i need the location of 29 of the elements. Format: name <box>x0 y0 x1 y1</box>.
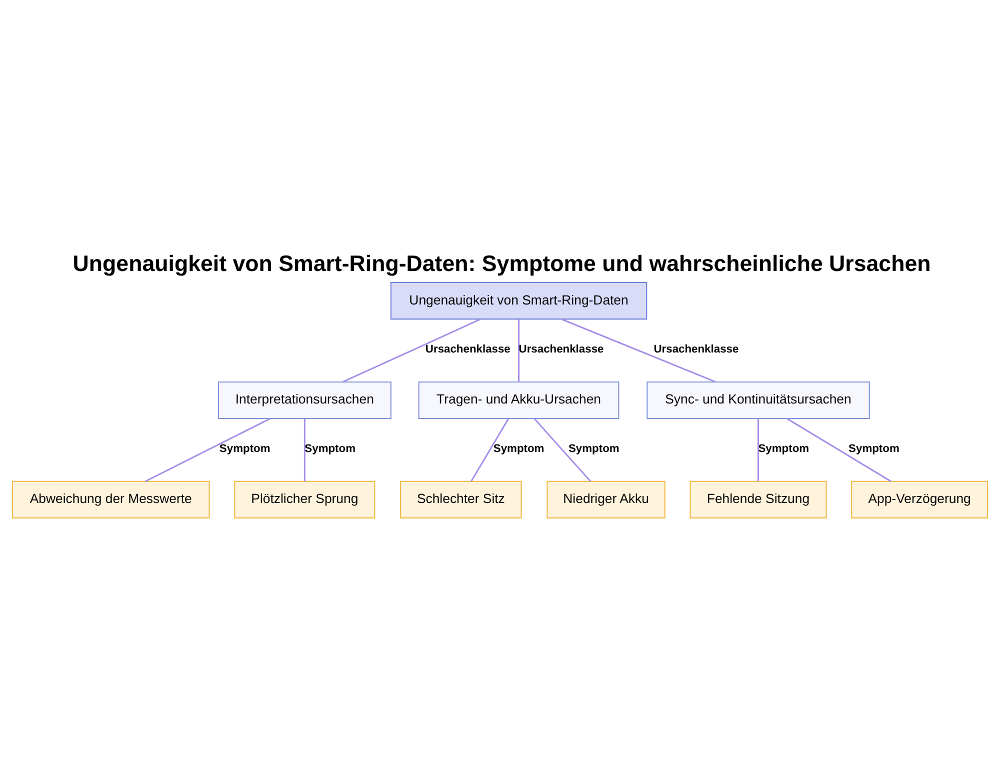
connector <box>757 418 759 482</box>
node-box: Niedriger Akku <box>546 480 666 518</box>
connector <box>470 418 510 482</box>
connector <box>534 418 592 482</box>
node-box: Interpretationsursachen <box>218 381 392 419</box>
connector <box>304 418 306 482</box>
diagram-title: Ungenauigkeit von Smart-Ring-Daten: Symptome und wahrscheinliche Ursachen <box>72 250 931 276</box>
edge-label: Symptom <box>493 442 544 455</box>
edge-label: Symptom <box>219 442 270 455</box>
edge-label: Symptom <box>568 442 620 455</box>
connector <box>144 418 270 482</box>
node-box: Ungenauigkeit von Smart-Ring-Daten <box>390 282 648 320</box>
node-box: Sync- und Kontinuitätsursachen <box>646 381 870 419</box>
edge-label: Symptom <box>848 442 900 455</box>
node-box: Fehlende Sitzung <box>690 480 827 518</box>
edge-label: Symptom <box>304 442 356 455</box>
connector <box>561 318 716 383</box>
node-box: Schlechter Sitz <box>400 480 522 518</box>
edge-label: Symptom <box>758 442 810 455</box>
edge-label: Ursachenklasse <box>518 343 604 356</box>
connector <box>518 319 520 382</box>
edge-label: Ursachenklasse <box>425 343 510 356</box>
node-box: App-Verzögerung <box>851 480 988 518</box>
node-box: Plötzlicher Sprung <box>234 480 376 518</box>
node-box: Abweichung der Messwerte <box>12 480 210 518</box>
edge-label: Ursachenklasse <box>654 343 739 356</box>
node-box: Tragen- und Akku-Ursachen <box>418 381 620 419</box>
connector <box>786 418 892 482</box>
connector <box>342 318 481 383</box>
